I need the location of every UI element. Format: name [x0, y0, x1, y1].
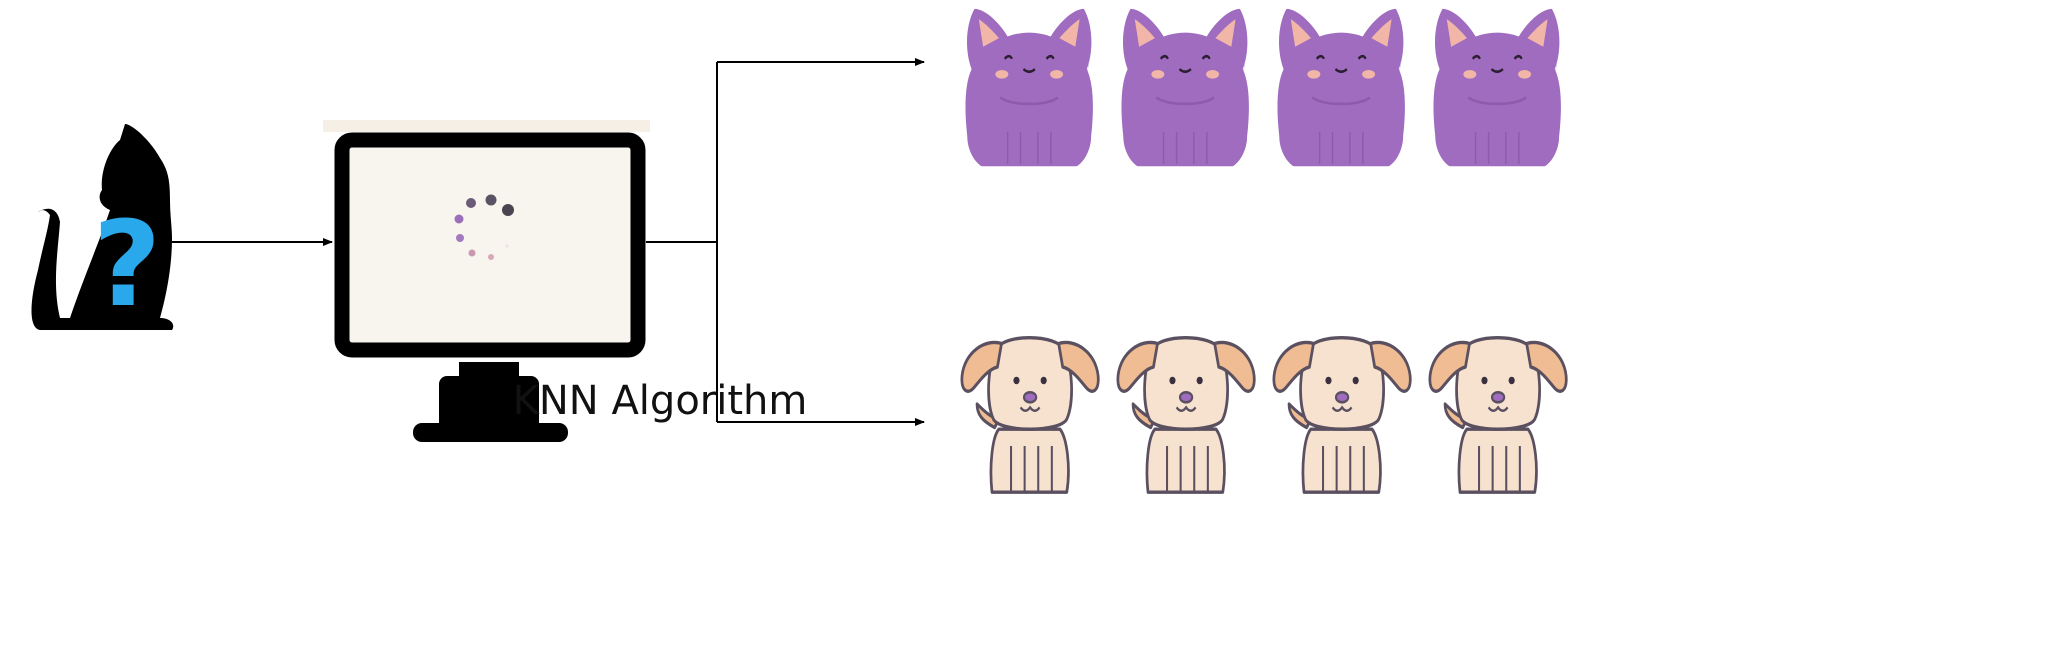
cat-icon [1276, 7, 1407, 168]
dog-icon [1116, 335, 1256, 494]
dog-icon [960, 335, 1100, 494]
cat-icon [1432, 7, 1563, 168]
loading-spinner-icon [454, 194, 514, 260]
monitor-icon [323, 120, 650, 442]
dog-icon [1272, 335, 1412, 494]
model-label: KNN Algorithm [512, 378, 808, 424]
unknown-cat-icon [31, 124, 174, 330]
question-mark-icon: ? [93, 195, 161, 333]
cat-icon [964, 7, 1095, 168]
dog-icon [1428, 335, 1568, 494]
cat-icon [1120, 7, 1251, 168]
output-connectors [646, 58, 925, 426]
cat-class-group [964, 7, 1563, 168]
dog-class-group [960, 335, 1568, 494]
